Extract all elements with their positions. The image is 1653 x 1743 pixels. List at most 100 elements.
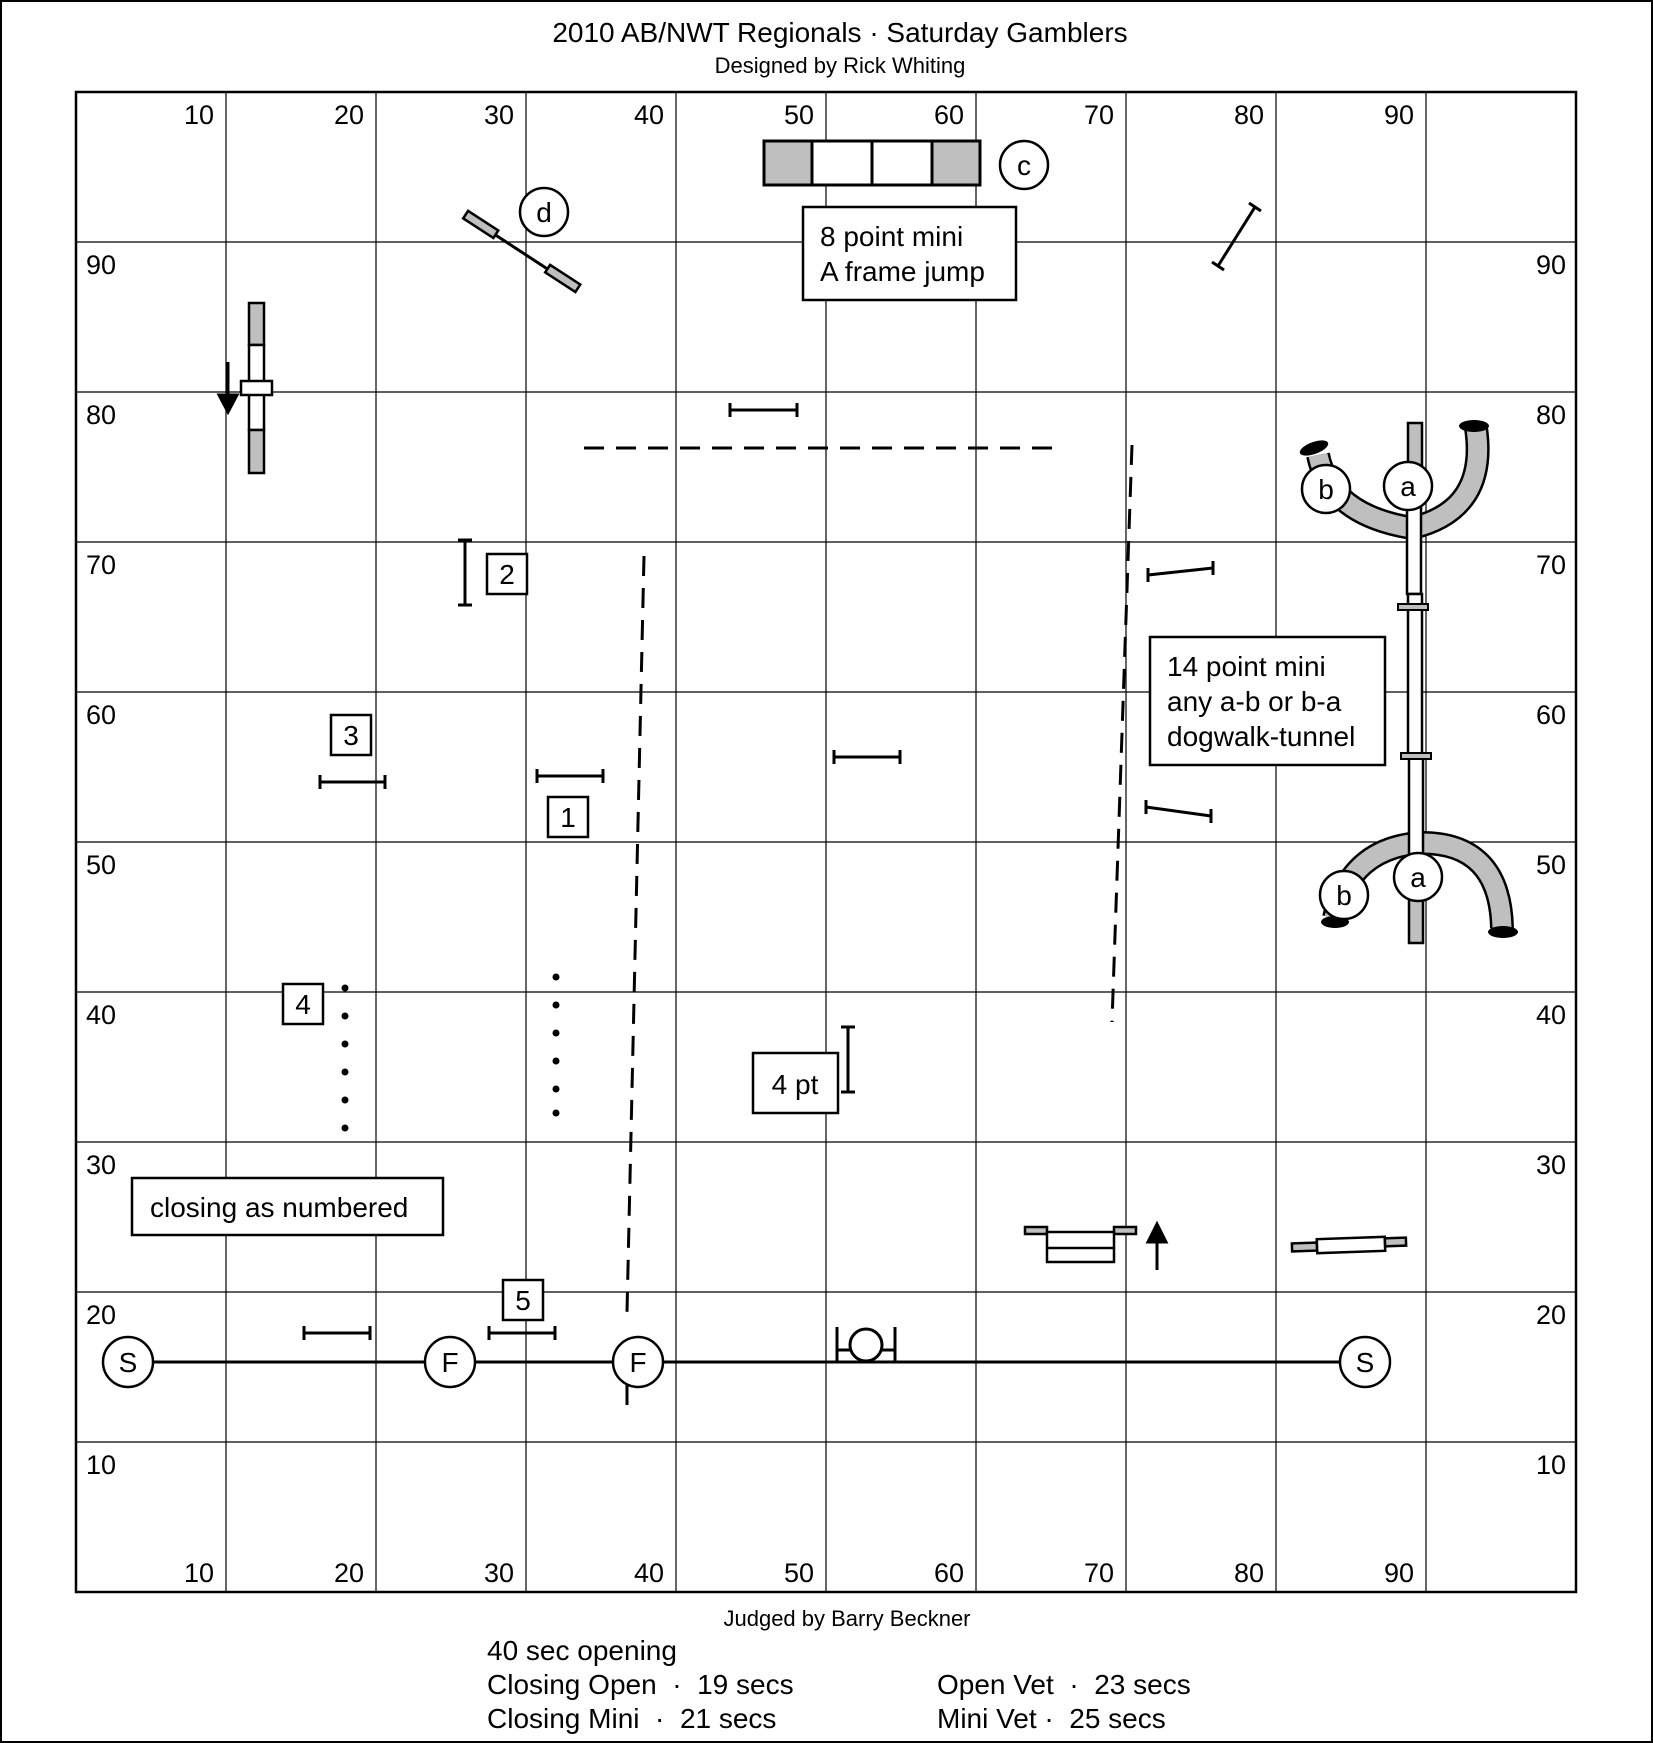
jump-4pt	[841, 1025, 855, 1094]
svg-text:a: a	[1400, 471, 1416, 502]
svg-text:3: 3	[343, 720, 359, 751]
svg-text:1: 1	[560, 802, 576, 833]
label-b-top: b	[1300, 463, 1352, 515]
grid-label-right: 70	[1536, 550, 1566, 580]
label-3: 3	[329, 713, 373, 757]
label-4: 4	[281, 982, 325, 1026]
start-marker-right: S	[1338, 1335, 1392, 1389]
mini-vet-time: Mini Vet · 25 secs	[937, 1703, 1166, 1734]
jump-near-3	[318, 775, 387, 789]
jump-5	[487, 1326, 557, 1340]
svg-text:A frame jump: A frame jump	[820, 256, 985, 287]
label-d: d	[518, 186, 570, 238]
judge-name: Judged by Barry Beckner	[723, 1606, 970, 1631]
tire-jump	[835, 1327, 897, 1363]
label-5: 5	[501, 1278, 545, 1322]
grid-label-bottom: 70	[1084, 1558, 1114, 1588]
grid-label-top: 60	[934, 100, 964, 130]
svg-text:b: b	[1318, 474, 1334, 505]
note-dogwalk: 14 point mini any a-b or b-a dogwalk-tun…	[1148, 635, 1387, 767]
jump-center	[832, 750, 902, 764]
svg-text:14 point mini: 14 point mini	[1167, 651, 1326, 682]
grid-label-right: 40	[1536, 1000, 1566, 1030]
grid-label-top: 70	[1084, 100, 1114, 130]
grid-label-bottom: 80	[1234, 1558, 1264, 1588]
grid-label-top: 10	[184, 100, 214, 130]
jump-right-lower	[1144, 800, 1213, 823]
label-2: 2	[485, 552, 529, 596]
closing-mini-time: Closing Mini · 21 secs	[487, 1703, 776, 1734]
label-a-top: a	[1382, 460, 1434, 512]
grid-label-top: 50	[784, 100, 814, 130]
grid-label-top: 20	[334, 100, 364, 130]
jump-top-center	[728, 403, 799, 417]
number-labels: 1 2 3 4 5	[281, 552, 590, 1322]
label-c: c	[998, 139, 1050, 191]
a-frame	[762, 139, 982, 187]
grid-label-left: 10	[86, 1450, 116, 1480]
jump-1	[535, 769, 605, 783]
arrow-down-icon	[216, 362, 240, 416]
svg-text:4: 4	[295, 989, 311, 1020]
svg-text:c: c	[1017, 150, 1031, 181]
svg-text:any a-b or b-a: any a-b or b-a	[1167, 686, 1342, 717]
label-1: 1	[546, 795, 590, 839]
grid-label-top: 40	[634, 100, 664, 130]
grid-label-top: 30	[484, 100, 514, 130]
gamble-lines	[584, 444, 1134, 1313]
note-aframe: 8 point mini A frame jump	[801, 205, 1018, 302]
grid-label-top: 80	[1234, 100, 1264, 130]
grid-label-right: 80	[1536, 400, 1566, 430]
grid-label-left: 60	[86, 700, 116, 730]
course-title: 2010 AB/NWT Regionals · Saturday Gambler…	[552, 17, 1127, 48]
svg-text:2: 2	[499, 559, 515, 590]
grid-label-bottom: 20	[334, 1558, 364, 1588]
svg-text:F: F	[441, 1347, 458, 1378]
grid-label-bottom: 90	[1384, 1558, 1414, 1588]
pause-table	[1023, 1225, 1138, 1264]
jump-bottom-left	[302, 1326, 372, 1340]
svg-text:S: S	[1356, 1347, 1375, 1378]
grid-label-bottom: 60	[934, 1558, 964, 1588]
note-4pt: 4 pt	[751, 1051, 840, 1115]
svg-text:closing as numbered: closing as numbered	[150, 1192, 408, 1223]
spread-jump	[461, 209, 583, 294]
note-closing: closing as numbered	[130, 1176, 445, 1237]
svg-text:5: 5	[515, 1285, 531, 1316]
gamble-line-center	[625, 555, 646, 1313]
grid-label-left: 70	[86, 550, 116, 580]
grid-label-bottom: 10	[184, 1558, 214, 1588]
opening-time: 40 sec opening	[487, 1635, 677, 1666]
finish-marker-left: F	[423, 1335, 477, 1389]
label-b-bottom: b	[1318, 869, 1370, 921]
gamble-line-right	[1110, 444, 1134, 1023]
grid-label-left: 50	[86, 850, 116, 880]
svg-text:8 point mini: 8 point mini	[820, 221, 963, 252]
start-marker-left: S	[101, 1335, 155, 1389]
jump-top-right	[1211, 201, 1262, 272]
open-vet-time: Open Vet · 23 secs	[937, 1669, 1191, 1700]
svg-text:dogwalk-tunnel: dogwalk-tunnel	[1167, 721, 1355, 752]
jump-right-upper	[1146, 561, 1215, 582]
grid-label-left: 90	[86, 250, 116, 280]
grid-label-right: 20	[1536, 1300, 1566, 1330]
grid-label-left: 40	[86, 1000, 116, 1030]
svg-text:S: S	[119, 1347, 138, 1378]
svg-text:F: F	[629, 1347, 646, 1378]
grid-label-right: 60	[1536, 700, 1566, 730]
jump-2	[458, 538, 472, 607]
grid-label-left: 80	[86, 400, 116, 430]
dotted-lines	[341, 973, 560, 1132]
grid-label-right: 90	[1536, 250, 1566, 280]
grid-label-right: 50	[1536, 850, 1566, 880]
grid-label-left: 20	[86, 1300, 116, 1330]
arrow-up-icon	[1145, 1220, 1169, 1270]
closing-open-time: Closing Open · 19 secs	[487, 1669, 794, 1700]
circle-labels: c d b a a b S F F S	[101, 139, 1444, 1389]
svg-text:d: d	[536, 197, 552, 228]
grid-label-top: 90	[1384, 100, 1414, 130]
svg-text:a: a	[1410, 862, 1426, 893]
